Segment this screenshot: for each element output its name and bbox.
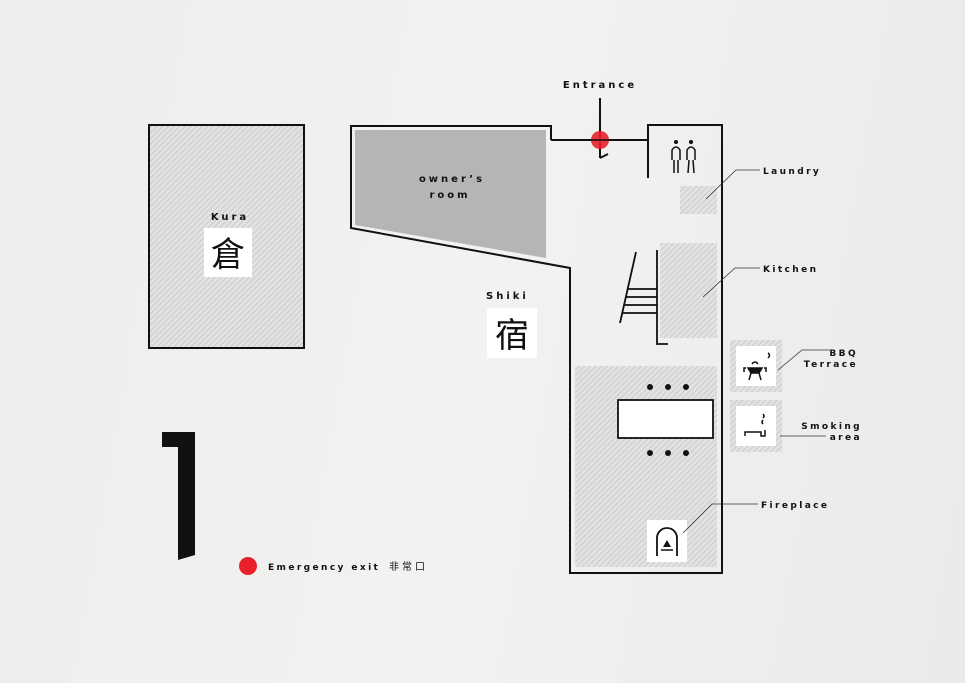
shiki-label: Shiki	[486, 291, 529, 302]
toilet-icon	[671, 139, 696, 174]
bbq-terrace	[730, 340, 782, 392]
fireplace-label: Fireplace	[761, 501, 829, 511]
smoking-area	[730, 400, 782, 452]
laundry-label: Laundry	[763, 167, 821, 177]
fireplace-icon	[647, 520, 687, 562]
bbq-label-1: BBQ	[829, 349, 858, 359]
stairs-icon	[619, 250, 668, 345]
kura-kanji: 倉	[211, 235, 245, 275]
shiki-building: owner’s room Entrance	[350, 80, 723, 574]
chairs	[647, 384, 689, 456]
emergency-exit-legend-jp: 非常口	[389, 560, 428, 573]
dining-table	[617, 399, 714, 439]
shiki-kanji: 宿	[495, 316, 529, 356]
kura-label: Kura	[211, 212, 249, 223]
smoking-label-2: area	[830, 433, 862, 443]
entrance-label: Entrance	[563, 80, 637, 91]
kitchen-label: Kitchen	[763, 265, 818, 275]
floor-number-graphic	[162, 432, 195, 560]
emergency-exit-legend-dot	[239, 557, 257, 575]
owners-room-label-1: owner’s	[419, 174, 485, 185]
living-area	[575, 366, 717, 567]
emergency-exit-legend-label: Emergency exit	[268, 563, 380, 573]
owners-room-label-2: room	[429, 190, 470, 201]
kura-building: Kura 倉	[148, 124, 305, 349]
bbq-icon	[743, 352, 771, 381]
owners-room-area	[355, 130, 546, 258]
bbq-label-2: Terrace	[804, 360, 858, 370]
smoking-icon	[744, 413, 766, 437]
kitchen-area	[660, 243, 717, 338]
laundry-area	[680, 186, 717, 214]
smoking-label-1: Smoking	[801, 422, 862, 432]
